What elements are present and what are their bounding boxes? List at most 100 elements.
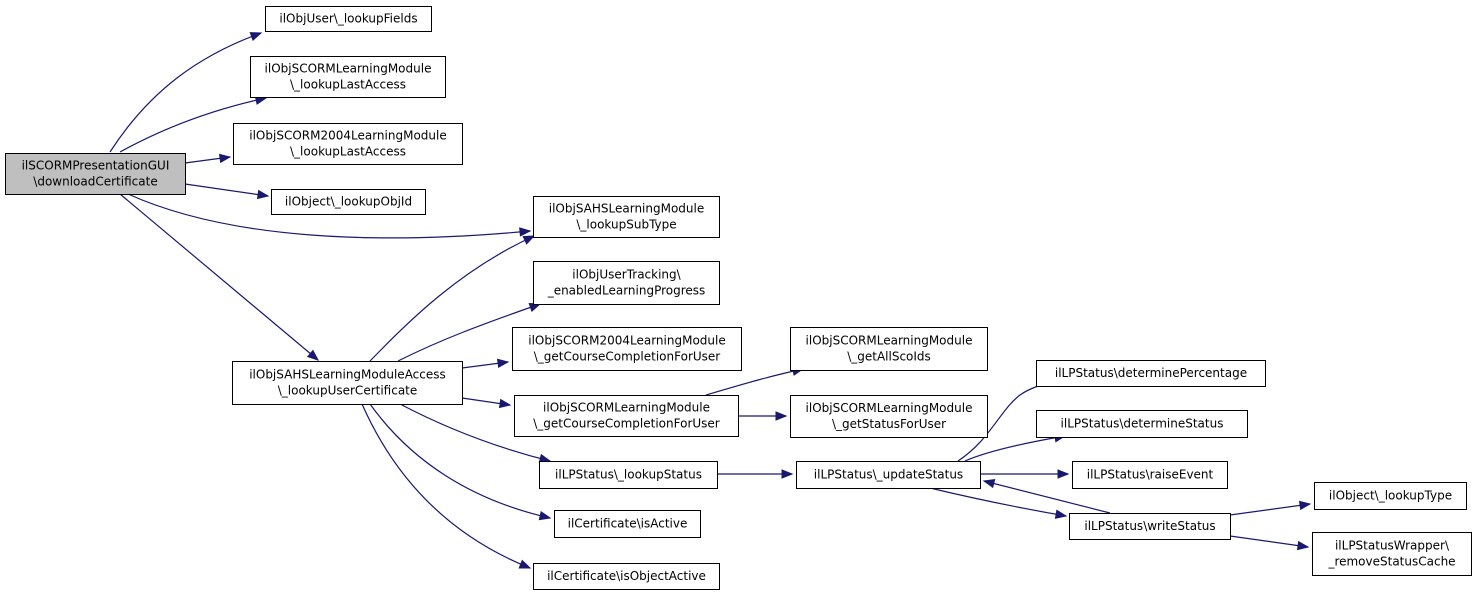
node-scormCompletion[interactable]: ilObjSCORMLearningModule\_getCourseCompl… (514, 395, 739, 437)
edge-scormCompletion-to-getAllScoIds (705, 366, 805, 396)
node-label: ilLPStatus\raiseEvent (1087, 468, 1214, 482)
node-box (1069, 513, 1231, 540)
edge-line (705, 368, 804, 396)
node-box (233, 123, 463, 165)
node-scorm2004Completion[interactable]: ilObjSCORM2004LearningModule\_getCourseC… (512, 327, 742, 371)
node-scormLastAccess[interactable]: ilObjSCORMLearningModule\_lookupLastAcce… (250, 56, 446, 98)
edge-writeStatus-to-updateStatus (982, 478, 1111, 514)
edge-root-to-scorm2004LastAccess (184, 153, 232, 164)
edge-lookupUserCert-to-scorm2004Completion (461, 358, 510, 369)
edge-lookupUserCert-to-lookupSubType (369, 235, 536, 362)
node-label: ilObjSAHSLearningModuleAccess (249, 368, 446, 382)
edge-line (397, 303, 541, 362)
edge-lookupUserCert-to-scormCompletion (461, 397, 512, 409)
node-writeStatus[interactable]: ilLPStatus\writeStatus (1069, 513, 1231, 540)
node-box (796, 461, 981, 489)
node-label: \_lookupSubType (576, 218, 676, 232)
node-lookupType[interactable]: ilObject\_lookupType (1314, 482, 1467, 510)
node-label: ilObjUser\_lookupFields (279, 12, 417, 26)
node-label: ilObjSCORMLearningModule (806, 401, 973, 415)
edge-line (127, 193, 531, 239)
edge-root-to-lookupFields (109, 32, 263, 153)
node-label: ilObjSAHSLearningModule (549, 202, 704, 216)
arrowhead (518, 559, 532, 569)
node-box (250, 56, 446, 98)
node-box (265, 6, 432, 32)
node-label: ilLPStatus\_lookupStatus (555, 468, 702, 482)
edge-line (361, 403, 531, 569)
node-label: ilObjSCORMLearningModule (806, 334, 973, 348)
node-box (232, 361, 463, 405)
node-enabledLP[interactable]: ilObjUserTracking\ _enabledLearningProgre… (533, 261, 720, 305)
node-lookupSubType[interactable]: ilObjSAHSLearningModule \_lookupSubType (533, 196, 720, 238)
node-box (554, 510, 701, 538)
edge-lpLookupStatus-to-updateStatus (717, 469, 794, 479)
edge-lookupUserCert-to-certIsObjectActive (361, 403, 532, 569)
arrowhead (982, 478, 996, 489)
node-label: \downloadCertificate (33, 175, 157, 189)
node-label: \_lookupLastAccess (290, 78, 406, 92)
node-certIsActive[interactable]: ilCertificate\isActive (554, 510, 701, 538)
node-label: ilLPStatus\determineStatus (1061, 417, 1224, 431)
edge-line (1229, 535, 1309, 548)
arrowhead (1054, 509, 1068, 519)
node-updateStatus[interactable]: ilLPStatus\_updateStatus (796, 461, 981, 489)
node-box (1312, 532, 1472, 576)
node-label: ilObjSCORM2004LearningModule (249, 129, 446, 143)
arrowhead (496, 358, 510, 369)
node-label: _enabledLearningProgress (547, 284, 706, 298)
arrowhead (498, 398, 512, 409)
arrowhead (781, 469, 794, 479)
node-label: \_getCourseCompletionForUser (533, 417, 720, 431)
node-label: ilSCORMPresentationGUI (22, 159, 170, 173)
node-certIsObjectActive[interactable]: ilCertificate\isObjectActive (533, 563, 720, 590)
arrowhead (1298, 500, 1312, 511)
node-box (790, 395, 988, 438)
node-label: \_getAllScoIds (847, 350, 931, 364)
edge-line (119, 97, 267, 153)
node-getAllScoIds[interactable]: ilObjSCORMLearningModule \_getAllScoIds (790, 327, 988, 371)
node-raiseEvent[interactable]: ilLPStatus\raiseEvent (1072, 461, 1228, 489)
node-lookupUserCert[interactable]: ilObjSAHSLearningModuleAccess \_lookupUse… (232, 361, 463, 405)
node-label: ilLPStatus\_updateStatus (814, 468, 963, 482)
node-label: ilCertificate\isActive (568, 517, 688, 531)
node-label: ilObject\_lookupObjId (285, 195, 412, 209)
edge-root-to-lookupUserCert (119, 193, 320, 361)
arrowhead (1296, 540, 1310, 551)
edge-writeStatus-to-lookupType (1229, 500, 1312, 516)
node-box (271, 189, 426, 215)
edge-line (1229, 503, 1311, 516)
node-label: ilCertificate\isObjectActive (547, 569, 706, 583)
edge-line (369, 403, 551, 519)
node-determinePercentage[interactable]: ilLPStatus\determinePercentage (1036, 360, 1266, 387)
edge-line (929, 487, 1067, 517)
node-lookupObjId[interactable]: ilObject\_lookupObjId (271, 189, 426, 215)
arrowhead (538, 511, 552, 521)
arrowhead (519, 227, 532, 237)
node-label: \_getStatusForUser (832, 417, 946, 431)
edge-line (983, 480, 1111, 514)
arrowhead (306, 349, 320, 361)
node-removeStatusCache[interactable]: ilLPStatusWrapper\_removeStatusCache (1312, 532, 1472, 576)
node-root[interactable]: ilSCORMPresentationGUI \downloadCertifica… (5, 153, 186, 195)
node-label: ilObject\_lookupType (1329, 489, 1452, 503)
node-box (514, 395, 739, 437)
node-box (539, 461, 718, 489)
node-box (533, 563, 720, 590)
node-scorm2004LastAccess[interactable]: ilObjSCORM2004LearningModule\_lookupLast… (233, 123, 463, 165)
node-label: \_lookupUserCertificate (278, 384, 418, 398)
node-getStatusForUser[interactable]: ilObjSCORMLearningModule \_getStatusForUs… (790, 395, 988, 438)
arrowhead (249, 32, 263, 42)
edge-line (369, 235, 535, 362)
node-lookupFields[interactable]: ilObjUser\_lookupFields (265, 6, 432, 32)
edge-line (119, 193, 319, 361)
node-box (1314, 482, 1467, 510)
edge-root-to-lookupObjId (184, 183, 270, 200)
edge-scormCompletion-to-getStatusForUser (738, 411, 788, 421)
edge-line (964, 435, 1066, 462)
edge-updateStatus-to-writeStatus (929, 487, 1068, 519)
node-label: ilObjUserTracking\ (572, 268, 681, 282)
node-lpLookupStatus[interactable]: ilLPStatus\_lookupStatus (539, 461, 718, 489)
node-determineStatus[interactable]: ilLPStatus\determineStatus (1036, 410, 1248, 438)
